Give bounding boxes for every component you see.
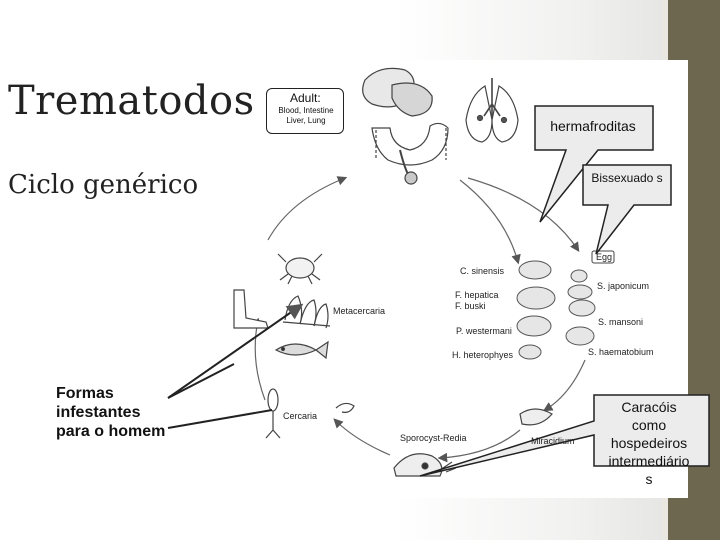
species-s-mansoni: S. mansoni	[598, 317, 643, 327]
egg-s-haematobium	[566, 327, 594, 345]
species-s-haematobium: S. haematobium	[588, 347, 654, 357]
species-c-sinensis: C. sinensis	[460, 266, 504, 276]
formas-line-3: para o homem	[56, 422, 165, 441]
egg-h-heterophyes	[519, 345, 541, 359]
arrow-snail-to-cercaria	[335, 420, 390, 455]
caracois-line-4: intermediário	[588, 452, 710, 470]
arrow-meta-to-adult	[268, 178, 345, 240]
adult-sites: Blood, Intestine Liver, Lung	[271, 106, 341, 126]
adult-box: Adult: Blood, Intestine Liver, Lung	[266, 88, 344, 134]
formas-line-2: infestantes	[56, 403, 165, 422]
egg-f-hepatica	[517, 287, 555, 309]
egg-s-japonicum	[571, 270, 587, 282]
egg-s-mansoni	[569, 300, 595, 316]
formas-line-1: Formas	[56, 384, 165, 403]
callout-bissexuados: Bissexuado s	[590, 171, 664, 185]
digestive-organs-drawing	[363, 68, 448, 184]
lungs-drawing	[466, 78, 518, 142]
species-p-westermani: P. westermani	[456, 326, 512, 336]
caracois-line-5: s	[588, 470, 710, 488]
arrow-egg-to-miracidium	[545, 360, 585, 410]
human-leg-drawing	[234, 290, 268, 328]
arrow-adult-to-species	[460, 180, 518, 262]
miracidium-drawing	[520, 409, 552, 425]
callout-caracois: Caracóis como hospedeiros intermediário …	[588, 398, 710, 488]
formas-infestantes-label: Formas infestantes para o homem	[56, 384, 165, 441]
stage-sporocyst-redia: Sporocyst-Redia	[400, 433, 467, 443]
stage-metacercaria: Metacercaria	[333, 306, 385, 316]
stage-cercaria: Cercaria	[283, 411, 317, 421]
egg-s-japonicum-2	[568, 285, 592, 299]
egg-drawings	[517, 261, 595, 359]
crab-drawing	[278, 254, 322, 284]
caracois-line-3: hospedeiros	[588, 434, 710, 452]
stage-miracidium: Miracidium	[531, 436, 575, 446]
species-f-buski: F. buski	[455, 301, 486, 311]
species-f-hepatica: F. hepatica	[455, 290, 499, 300]
egg-label: Egg	[596, 252, 612, 262]
callout-hermafroditas: hermafroditas	[537, 118, 649, 134]
caracois-line-2: como	[588, 416, 710, 434]
species-s-japonicum: S. japonicum	[597, 281, 649, 291]
adult-title: Adult:	[290, 91, 321, 105]
species-h-heterophyes: H. heterophyes	[452, 350, 513, 360]
fish-drawing	[276, 342, 328, 358]
egg-p-westermani	[517, 316, 551, 336]
adult-site-line-2: Liver, Lung	[271, 116, 341, 126]
adult-site-line-1: Blood, Intestine	[271, 106, 341, 116]
egg-c-sinensis	[519, 261, 551, 279]
caracois-line-1: Caracóis	[588, 398, 710, 416]
